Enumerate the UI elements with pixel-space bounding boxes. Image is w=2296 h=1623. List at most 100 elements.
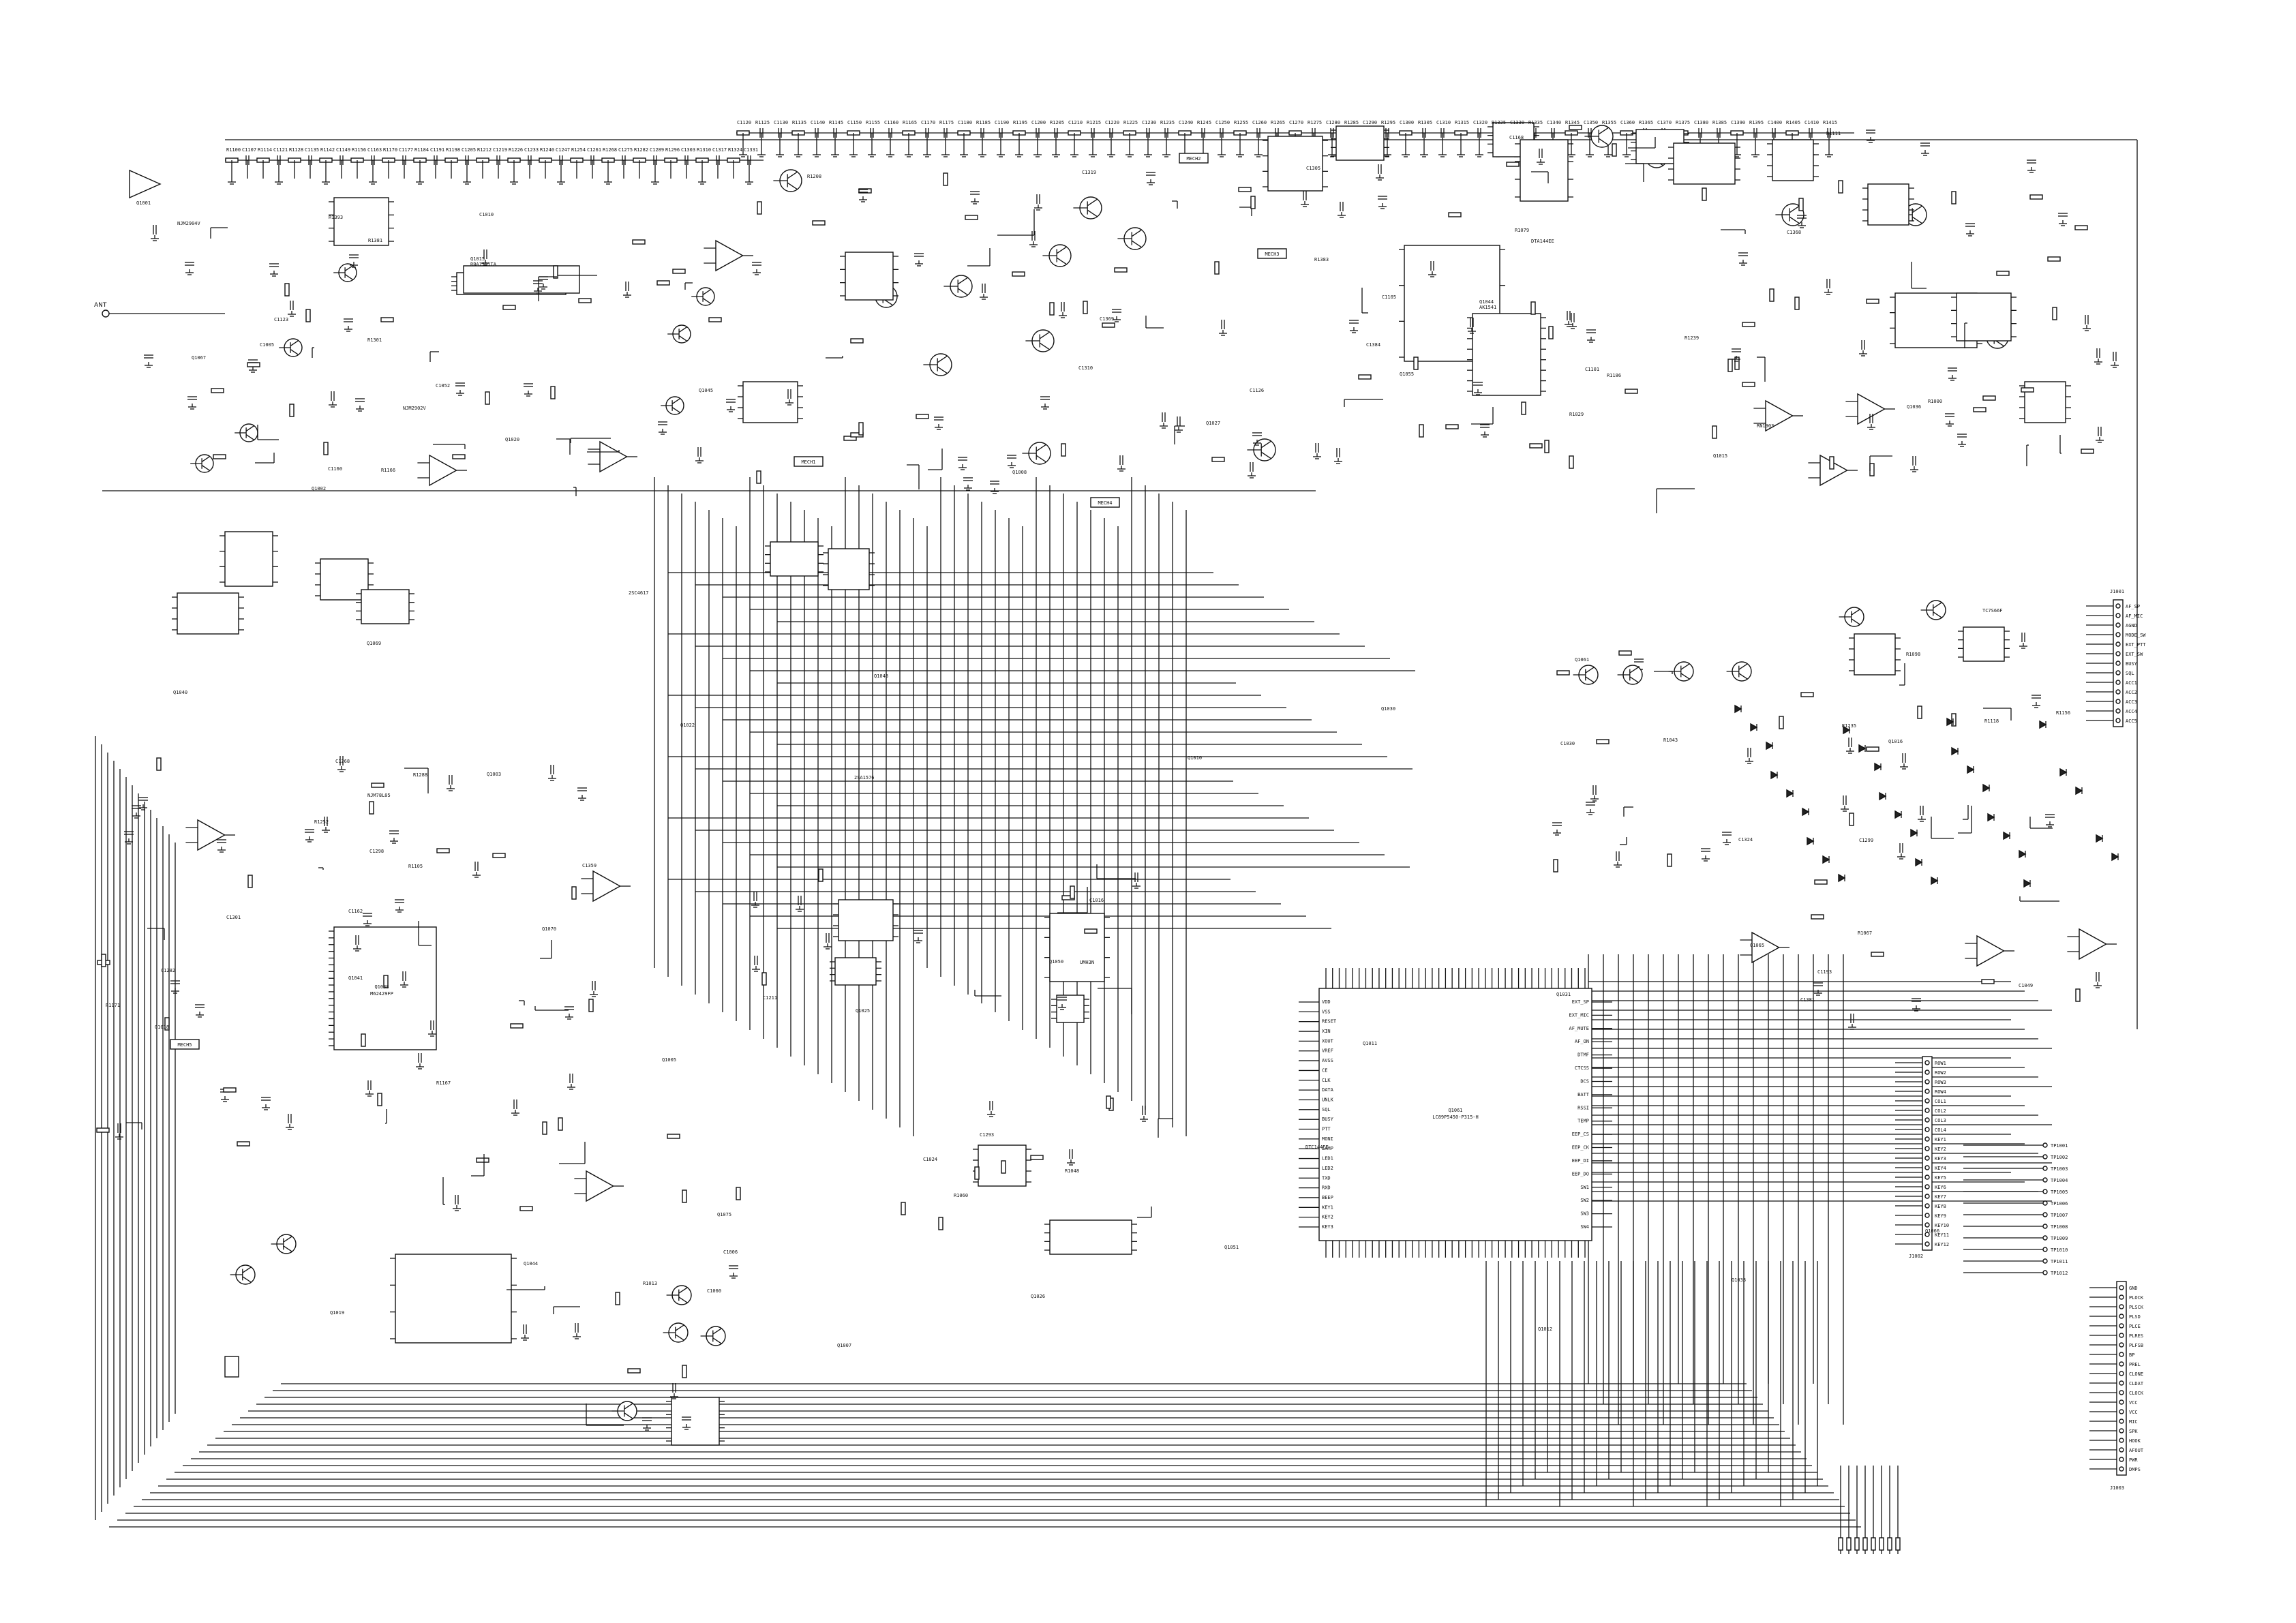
resistor-body [938,1217,943,1230]
transistor-collector [678,327,688,333]
part-reference: C1162 [348,909,363,914]
resistor-body [1849,813,1854,826]
diode [1910,828,1918,838]
resistor [96,1127,110,1133]
capacitor [778,128,782,138]
cpu-pin-label-left: BUSY [1322,1117,1334,1122]
connector-pin-label: KEY5 [1935,1175,1946,1181]
diode-body [2075,786,2083,795]
ic-package [1951,292,2016,342]
ic-body [834,957,877,986]
pll-ic-ref: Q1044 [1479,299,1494,305]
diode-body [1982,783,1991,793]
transistor-collector [1056,246,1067,254]
ground-symbol [534,288,542,294]
part-reference: R1198 [446,147,460,153]
connector-pin-label: AFOUT [2129,1448,2144,1453]
resistor-body [1106,1095,1111,1109]
capacitor [989,1101,993,1110]
resistor-body [1854,1537,1860,1551]
resistor-body [1829,456,1834,470]
transistor [1898,203,1927,226]
capacitor [1177,416,1181,426]
part-reference: C1400 [1768,120,1782,125]
transistor-collector [678,1287,688,1294]
resistor [1214,261,1220,275]
resistor-body [901,1202,906,1215]
part-reference: C1060 [707,1288,721,1294]
ground-symbol [573,1333,581,1339]
resistor [1846,1537,1852,1551]
resistor [916,414,929,419]
ground-symbol [1334,458,1342,464]
capacitor [990,481,999,485]
ic-package [1044,1219,1137,1255]
resistor-body [1951,191,1957,204]
connector-pin [1924,1174,1930,1180]
mech-label: MECH5 [177,1042,192,1048]
resistor-body [1612,143,1617,157]
component-label: Q1066 [1925,1228,1939,1234]
transistor [943,275,973,298]
diode-body [1822,855,1830,864]
connector-pin [2119,1361,2124,1367]
ic-package [738,381,803,423]
cpu-pin-label-right: EXT_SP [1572,999,1589,1005]
ground-symbol [785,399,794,406]
part-reference: R1171 [106,1003,120,1008]
mech-box: MECH1 [794,456,824,467]
part-reference: R1142 [320,147,335,153]
capacitor [653,155,657,165]
capacitor [1698,128,1702,138]
part-reference: C1220 [1105,120,1119,125]
component-label: Q1033 [1732,1277,1746,1283]
resistor-body [1742,382,1755,387]
connector-pin [1924,1117,1930,1123]
cpu-pin-label-right: AF_ON [1575,1039,1589,1044]
connector-pin [2115,689,2121,695]
capacitor [483,249,487,259]
resistor-body [761,972,767,986]
connector-pin [1924,1165,1930,1170]
resistor [1854,1537,1860,1551]
resistor [1829,456,1834,470]
transistor-emitter [937,366,948,374]
opamp-body [1976,935,2006,967]
component-label: Q1008 [1012,470,1027,475]
ground-symbol [1825,151,1833,157]
resistor [1734,357,1740,370]
part-reference: R1315 [1455,120,1469,125]
resistor-body [510,1023,524,1029]
resistor [476,1157,489,1163]
diode-body [1750,723,1758,732]
ground-symbol [1475,151,1483,157]
part-reference: C1149 [336,147,350,153]
resistor-body [1238,187,1252,192]
part-reference: R1175 [939,120,954,125]
resistor [1596,739,1610,744]
part-reference: C1250 [1215,120,1230,125]
resistor [377,1093,382,1106]
resistor [2047,256,2061,262]
capacitor [528,155,532,165]
capacitor [430,1020,434,1030]
transistor-collector [712,1328,722,1335]
part-reference: R1135 [792,120,806,125]
capacitor [1848,738,1852,747]
part-number-label: UMH3N [1080,960,1094,965]
resistor [901,1202,906,1215]
ic-package [1849,633,1901,676]
diode [1858,744,1867,753]
resistor [1211,457,1225,462]
part-reference: R1111 [1826,131,1841,136]
capacitor [682,1416,691,1421]
capacitor [1920,142,1930,147]
transistor [1726,661,1752,682]
ground-symbol [905,151,913,157]
connector-pin [2115,680,2121,685]
component-label: Q1051 [1224,1245,1239,1250]
resistor [1996,271,2010,276]
opamp-body [592,870,622,902]
transistor-emitter [1851,618,1860,625]
opamp-body [1765,399,1794,432]
